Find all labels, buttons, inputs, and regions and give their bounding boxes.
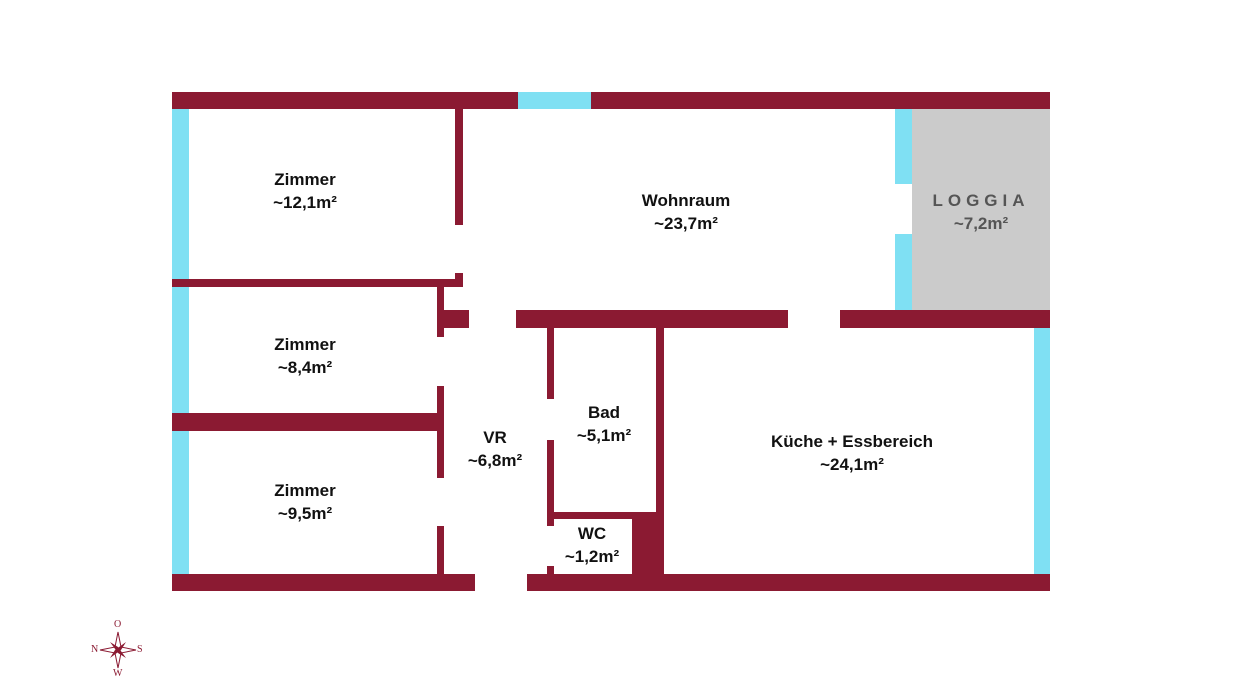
wall-bad-left-lower xyxy=(547,440,554,526)
room-name: Zimmer xyxy=(274,170,336,189)
room-area: ~9,5m² xyxy=(277,504,333,523)
room-zimmer-2: Zimmer ~8,4m² xyxy=(274,333,335,379)
room-area: ~23,7m² xyxy=(654,214,718,233)
compass-top-letter: O xyxy=(114,619,122,630)
room-name: Küche + Essbereich xyxy=(770,432,934,451)
room-zimmer-3: Zimmer ~9,5m² xyxy=(274,479,335,525)
outer-wall-top-right xyxy=(591,92,1050,109)
wall-wc-shaft xyxy=(632,512,664,574)
wall-bad-bottom xyxy=(554,512,656,519)
wall-wohnraum-bottom-left xyxy=(516,310,788,328)
wall-bad-right xyxy=(656,328,664,574)
room-loggia: LOGGIA ~7,2m² xyxy=(932,189,1029,235)
room-kueche: Küche + Essbereich ~24,1m² xyxy=(771,430,933,476)
window-left-2 xyxy=(172,287,189,414)
compass-right-letter: S xyxy=(137,644,143,655)
room-zimmer-1: Zimmer ~12,1m² xyxy=(273,168,337,214)
window-left-1 xyxy=(172,109,189,279)
room-area: ~24,1m² xyxy=(820,455,884,474)
room-area: ~6,8m² xyxy=(467,451,523,470)
room-area: ~12,1m² xyxy=(273,193,337,212)
room-name: Bad xyxy=(587,403,621,422)
wall-zimmer1-bottom xyxy=(172,279,463,287)
room-name: Wohnraum xyxy=(641,191,731,210)
compass: O N S W xyxy=(88,619,148,680)
room-wc: WC ~1,2m² xyxy=(565,522,619,568)
wall-wc-left-stub xyxy=(547,566,554,574)
wall-zimmer1-right xyxy=(455,109,463,225)
room-area: ~5,1m² xyxy=(576,426,632,445)
wall-corridor-left-upper xyxy=(437,287,444,337)
compass-bottom-letter: W xyxy=(113,668,123,679)
compass-rose-icon xyxy=(99,631,137,669)
room-wohnraum: Wohnraum ~23,7m² xyxy=(642,189,730,235)
room-name: WC xyxy=(577,524,607,543)
room-bad: Bad ~5,1m² xyxy=(577,401,631,447)
window-top xyxy=(518,92,591,109)
room-area: ~8,4m² xyxy=(277,358,333,377)
wall-bad-left-upper xyxy=(547,328,554,399)
outer-wall-bottom-left xyxy=(172,574,475,591)
compass-left-letter: N xyxy=(91,644,99,655)
outer-wall-top-left xyxy=(172,92,518,109)
wall-wohnraum-bottom-right xyxy=(840,310,1050,328)
room-name: LOGGIA xyxy=(932,191,1030,210)
room-name: Zimmer xyxy=(274,481,336,500)
room-vr: VR ~6,8m² xyxy=(468,426,522,472)
outer-wall-bottom-right xyxy=(527,574,1050,591)
wall-corridor-left-mid xyxy=(437,386,444,478)
loggia-area xyxy=(912,108,1050,310)
room-area: ~7,2m² xyxy=(953,214,1009,233)
room-area: ~1,2m² xyxy=(564,547,620,566)
wall-corridor-left-lower xyxy=(437,526,444,574)
window-left-3 xyxy=(172,431,189,574)
room-name: VR xyxy=(483,428,507,447)
room-name: Zimmer xyxy=(274,335,336,354)
window-right-kitchen xyxy=(1034,328,1050,574)
window-loggia-2 xyxy=(895,234,912,310)
wall-corridor-stub xyxy=(444,310,469,328)
wall-zimmer2-bottom xyxy=(172,413,442,431)
window-loggia-1 xyxy=(895,109,912,184)
